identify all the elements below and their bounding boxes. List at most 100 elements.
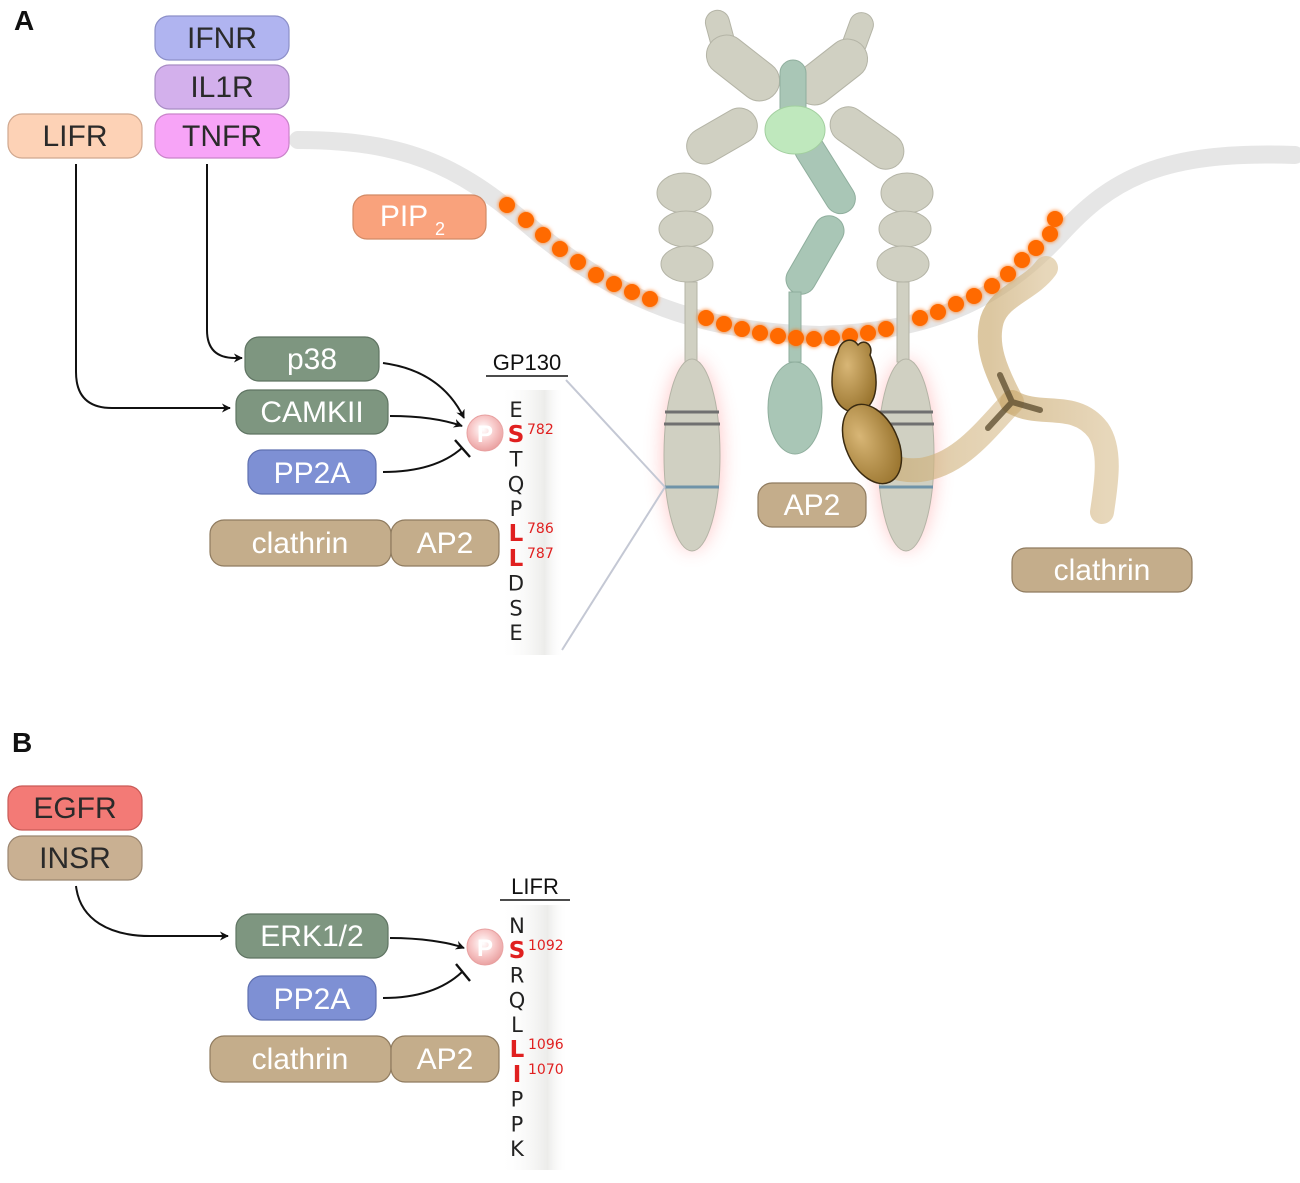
- phosphate-marker-b: P: [466, 928, 504, 966]
- pip2-dot: [788, 330, 804, 346]
- residue-letter: T: [509, 448, 523, 472]
- cytokine-ligand: [764, 105, 826, 155]
- pip2-dot: [860, 325, 876, 341]
- zoom-guide-top: [565, 379, 666, 488]
- arrow-camkii-to-phosphosite: [389, 415, 463, 428]
- arrow-tnfr-to-p38: [206, 164, 243, 363]
- pip2-dot: [1047, 211, 1063, 227]
- svg-text:INSR: INSR: [39, 842, 111, 875]
- svg-text:P: P: [477, 421, 493, 448]
- pip2-dot: [518, 212, 534, 228]
- erk-kinase-pill: ERK1/2: [235, 913, 389, 959]
- residue-letter: E: [509, 621, 522, 645]
- svg-text:TNFR: TNFR: [182, 120, 262, 153]
- residue-letter: S: [509, 596, 522, 620]
- svg-text:PP2A: PP2A: [274, 983, 351, 1016]
- gp130-receptor-right: [793, 12, 935, 552]
- residue-number: 786: [527, 521, 554, 537]
- residue-letter: P: [511, 1088, 524, 1112]
- inhibition-pp2a-to-phosphosite-b: [382, 971, 463, 999]
- pip2-dot: [806, 331, 822, 347]
- svg-text:PP2A: PP2A: [274, 457, 351, 490]
- arrow-p38-to-phosphosite: [382, 362, 465, 419]
- residue-letter: L: [510, 1037, 525, 1063]
- svg-text:clathrin: clathrin: [1054, 554, 1151, 587]
- lifr-sequence-title: LIFR: [511, 874, 559, 899]
- pip2-dot: [1014, 252, 1030, 268]
- svg-text:AP2: AP2: [417, 1043, 474, 1076]
- inhibition-bar-b: [455, 963, 471, 982]
- svg-text:P: P: [477, 935, 493, 962]
- pip2-dot: [698, 310, 714, 326]
- pip2-dot: [948, 296, 964, 312]
- pip2-dot: [966, 288, 982, 304]
- svg-text:CAMKII: CAMKII: [260, 396, 363, 429]
- residue-letter: I: [513, 1062, 522, 1088]
- residue-number: 782: [527, 422, 554, 438]
- membrane-clathrin-label: clathrin: [1011, 547, 1193, 593]
- clathrin-pill-a: clathrin: [209, 519, 392, 567]
- pip2-dot-chain: [499, 197, 1063, 347]
- phosphate-marker-a: P: [466, 414, 504, 452]
- gp130-receptor-left: [656, 9, 781, 552]
- pip2-dot: [552, 241, 568, 257]
- pip2-dot: [716, 316, 732, 332]
- il1r-receptor-pill: IL1R: [154, 64, 290, 110]
- cytokine-receptor-middle: [764, 59, 856, 455]
- ap2-adaptor: [831, 339, 903, 485]
- panel-letter-b: B: [12, 727, 32, 758]
- svg-text:EGFR: EGFR: [33, 792, 116, 825]
- ifnr-receptor-pill: IFNR: [154, 15, 290, 61]
- pip2-dot: [984, 278, 1000, 294]
- pip2-dot: [770, 328, 786, 344]
- membrane-ap2-label: AP2: [757, 482, 867, 528]
- pip2-dot: [734, 321, 750, 337]
- svg-text:LIFR: LIFR: [42, 120, 107, 153]
- lifr-receptor-pill: LIFR: [7, 113, 143, 159]
- residue-letter: P: [511, 1112, 524, 1136]
- pip2-dot: [752, 325, 768, 341]
- svg-text:PIP: PIP: [380, 200, 428, 233]
- clathrin-pill-b: clathrin: [209, 1035, 392, 1083]
- pip2-dot: [1028, 240, 1044, 256]
- residue-letter: Q: [508, 472, 525, 496]
- residue-letter: L: [509, 521, 524, 547]
- pip2-dot: [1042, 226, 1058, 242]
- panel-letter-a: A: [14, 5, 34, 36]
- svg-text:IFNR: IFNR: [187, 22, 257, 55]
- svg-text:AP2: AP2: [784, 489, 841, 522]
- zoom-guide-bottom: [561, 486, 666, 651]
- svg-text:2: 2: [435, 219, 445, 239]
- pip2-dot: [1000, 266, 1016, 282]
- pip2-dot: [588, 267, 604, 283]
- ap2-pill-b: AP2: [390, 1035, 500, 1083]
- residue-letter: K: [510, 1137, 525, 1161]
- residue-letter: P: [510, 497, 523, 521]
- pip2-dot: [842, 328, 858, 344]
- p38-kinase-pill: p38: [244, 336, 380, 382]
- residue-letter: D: [508, 572, 524, 596]
- residue-number: 1070: [528, 1062, 564, 1078]
- pip2-label: PIP 2: [352, 194, 487, 240]
- pip2-dot: [930, 304, 946, 320]
- residue-number: 787: [527, 546, 554, 562]
- egfr-receptor-pill: EGFR: [7, 785, 143, 831]
- pip2-dot: [499, 197, 515, 213]
- residue-letter: S: [509, 938, 526, 964]
- svg-text:AP2: AP2: [417, 527, 474, 560]
- arrow-insr-to-erk: [75, 885, 229, 941]
- residue-letter: N: [509, 914, 525, 938]
- svg-text:clathrin: clathrin: [252, 1043, 349, 1076]
- residue-letter: L: [509, 546, 524, 572]
- pip2-dot: [624, 284, 640, 300]
- svg-text:IL1R: IL1R: [190, 71, 253, 104]
- tnfr-receptor-pill: TNFR: [154, 113, 290, 159]
- pip2-dot: [570, 254, 586, 270]
- insr-receptor-pill: INSR: [7, 835, 143, 881]
- pip2-dot: [912, 310, 928, 326]
